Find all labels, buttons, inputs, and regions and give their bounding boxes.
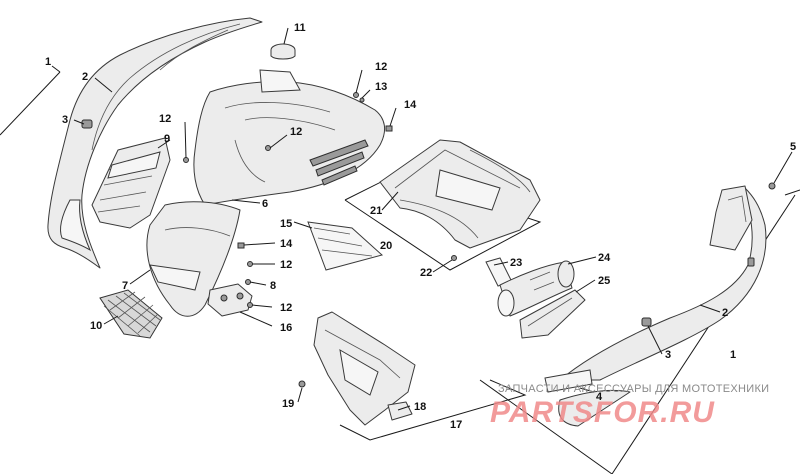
callout-24: 24: [598, 252, 611, 264]
storage-tube-assembly: [485, 257, 586, 339]
callout-12-d: 12: [280, 259, 292, 271]
callout-15: 15: [280, 218, 292, 230]
inner-vent-panel: [91, 137, 171, 229]
callout-17: 17: [450, 419, 462, 431]
callout-1-left: 1: [45, 56, 51, 68]
callout-3-right: 3: [665, 349, 671, 361]
callout-13: 13: [375, 81, 387, 93]
callout-2-left: 2: [82, 71, 88, 83]
callout-12-a: 12: [159, 113, 171, 125]
callout-21: 21: [370, 205, 382, 217]
callout-22: 22: [420, 267, 432, 279]
right-side-panel: [544, 185, 767, 427]
callout-7: 7: [122, 280, 128, 292]
callout-8: 8: [270, 280, 276, 292]
callout-20: 20: [380, 240, 392, 252]
callout-1-right: 1: [730, 349, 736, 361]
callout-25: 25: [598, 275, 610, 287]
callout-4: 4: [596, 391, 603, 403]
callout-19: 19: [282, 398, 294, 410]
callout-10: 10: [90, 320, 102, 332]
clear-panel: [307, 221, 384, 271]
callout-9: 9: [164, 133, 170, 145]
left-side-panel: [47, 17, 263, 269]
callout-12-b: 12: [375, 61, 387, 73]
mesh-grille: [99, 289, 163, 339]
center-console: [379, 139, 541, 249]
front-fascia: [146, 69, 386, 317]
lower-nose-piece: [298, 311, 416, 426]
callout-12-c: 12: [290, 126, 302, 138]
callout-16: 16: [280, 322, 292, 334]
watermark-brand: PARTSFOR.RU: [490, 396, 715, 429]
callout-11: 11: [294, 22, 306, 34]
callout-2-right: 2: [722, 307, 728, 319]
callout-18: 18: [414, 401, 426, 413]
callout-14-b: 14: [280, 238, 293, 250]
callout-23: 23: [510, 257, 522, 269]
hardware-fasteners: [183, 92, 776, 308]
watermark: ЗАПЧАСТИ И АКСЕССУАРЫ ДЛЯ МОТОТЕХНИКИ PA…: [490, 383, 769, 429]
mount-bracket: [207, 283, 253, 317]
callout-3-left: 3: [62, 114, 68, 126]
filler-cap: [270, 43, 296, 60]
callout-12-e: 12: [280, 302, 292, 314]
callout-5: 5: [790, 141, 796, 153]
callout-6: 6: [262, 198, 268, 210]
callout-14-a: 14: [404, 99, 417, 111]
watermark-tagline: ЗАПЧАСТИ И АКСЕССУАРЫ ДЛЯ МОТОТЕХНИКИ: [498, 383, 769, 395]
callout-labels: 1 2 3 9 12 11 12 13 14 12 6 15 14 12 8 1…: [45, 22, 796, 431]
leader-lines: [51, 27, 793, 411]
